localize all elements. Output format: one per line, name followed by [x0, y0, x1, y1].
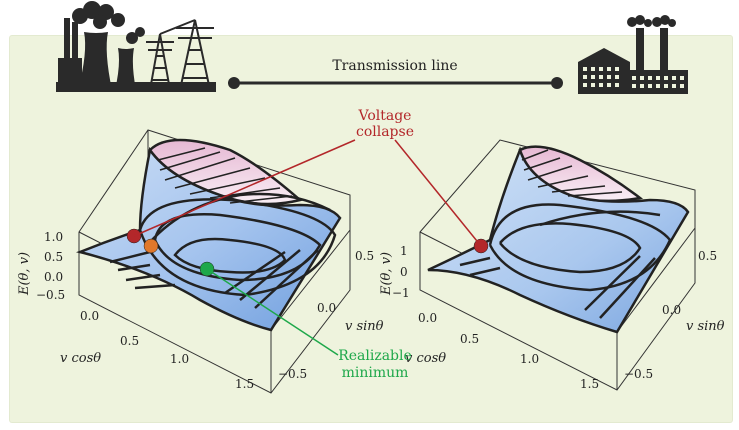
right-z-tick-2: −1: [392, 286, 410, 300]
right-x-tick-1: 0.5: [460, 332, 479, 346]
right-y-label: v sinθ: [686, 319, 725, 334]
transmission-tower-icon: [146, 19, 214, 91]
right-x-tick-3: 1.5: [580, 377, 599, 391]
right-x-tick-0: 0.0: [418, 311, 437, 325]
left-y-tick-2: −0.5: [278, 367, 307, 381]
line-endpoint-left: [228, 77, 240, 89]
left-x-tick-1: 0.5: [120, 334, 139, 348]
left-orange-point: [143, 238, 159, 254]
left-x-tick-2: 1.0: [170, 352, 189, 366]
right-contours: [459, 203, 672, 319]
left-hatch: [157, 147, 293, 204]
minimum-label-line2: minimum: [342, 365, 409, 381]
factory-icon: [578, 15, 688, 94]
right-z-tick-1: 0: [400, 265, 408, 279]
left-z-tick-3: −0.5: [36, 288, 65, 302]
left-y-tick-0: 0.5: [355, 249, 374, 263]
left-z-label: E(θ, v): [17, 252, 32, 296]
right-y-tick-2: −0.5: [624, 367, 653, 381]
left-x-label: v cosθ: [60, 351, 101, 366]
collapse-label-line1: Voltage: [358, 108, 412, 124]
factory-windows: [583, 67, 684, 88]
left-x-tick-3: 1.5: [235, 377, 254, 391]
left-z-tick-2: 0.0: [44, 270, 63, 284]
transmission-line-label: Transmission line: [332, 58, 457, 74]
left-y-tick-1: 0.0: [317, 301, 336, 315]
right-hatch: [521, 149, 623, 197]
left-x-tick-0: 0.0: [80, 309, 99, 323]
right-y-tick-1: 0.0: [662, 303, 681, 317]
collapse-annotation: Voltage collapse: [133, 108, 482, 247]
left-y-label: v sinθ: [345, 319, 384, 334]
right-x-tick-2: 1.0: [520, 352, 539, 366]
left-z-tick-1: 0.5: [44, 250, 63, 264]
collapse-label-line2: collapse: [356, 124, 414, 140]
left-contours: [109, 192, 337, 309]
left-z-tick-0: 1.0: [44, 230, 63, 244]
right-y-tick-0: 0.5: [698, 249, 717, 263]
left-plot: 1.0 0.5 0.0 −0.5 0.0 0.5 1.0 1.5 0.5 0.0…: [17, 129, 384, 394]
right-plot: 1 0 −1 0.0 0.5 1.0 1.5 0.5 0.0 −0.5 E(θ,…: [379, 139, 725, 391]
power-plant-icon: [56, 1, 216, 92]
right-x-label: v cosθ: [405, 351, 446, 366]
right-z-label: E(θ, v): [379, 252, 394, 296]
minimum-label-line1: Realizable: [338, 348, 412, 364]
line-endpoint-right: [551, 77, 563, 89]
transmission-line: [228, 77, 563, 89]
minimum-annotation: Realizable minimum: [206, 268, 412, 381]
right-z-tick-0: 1: [400, 244, 408, 258]
